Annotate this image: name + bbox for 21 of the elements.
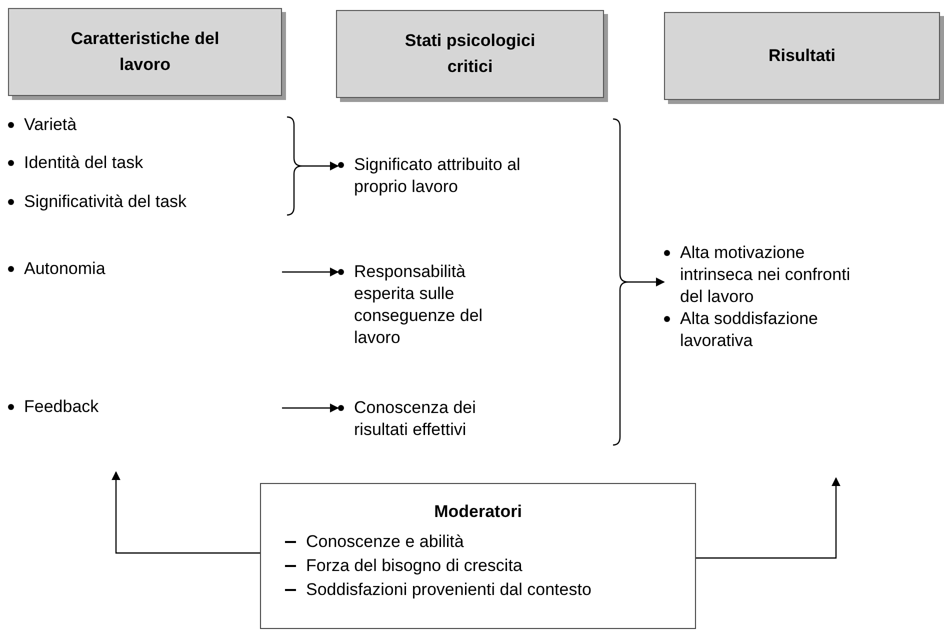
arrow — [696, 477, 840, 559]
list-item-text: Significatività del task — [24, 191, 187, 213]
arrow — [112, 471, 260, 554]
list-item-text: Soddisfazioni provenienti dal contesto — [306, 579, 592, 601]
list-item-text: Feedback — [24, 396, 99, 418]
list-item-text: Varietà — [24, 114, 77, 136]
arrow — [282, 404, 339, 412]
list-item-text: Conoscenze e abilità — [306, 531, 464, 553]
list-item-text: Significato attribuito al proprio lavoro — [354, 154, 522, 198]
moderator-box — [260, 483, 696, 629]
list-item-text: Responsabilità esperita sulle conseguenze del lavoro — [354, 261, 484, 349]
list-item-text: Conoscenza dei risultati effettivi — [354, 397, 477, 441]
list-item-text: Autonomia — [24, 258, 106, 280]
list-item-text: Alta soddisfazione lavorativa — [680, 308, 819, 352]
list-item-text: Forza del bisogno di crescita — [306, 555, 522, 577]
box-heading: Moderatori — [433, 501, 523, 523]
list-item-text: Alta motivazione intrinseca nei confronti del lavoro — [680, 242, 852, 308]
arrow — [302, 162, 339, 170]
arrow — [282, 268, 339, 276]
arrow — [628, 278, 665, 286]
list-item-text: Identità del task — [24, 152, 144, 174]
